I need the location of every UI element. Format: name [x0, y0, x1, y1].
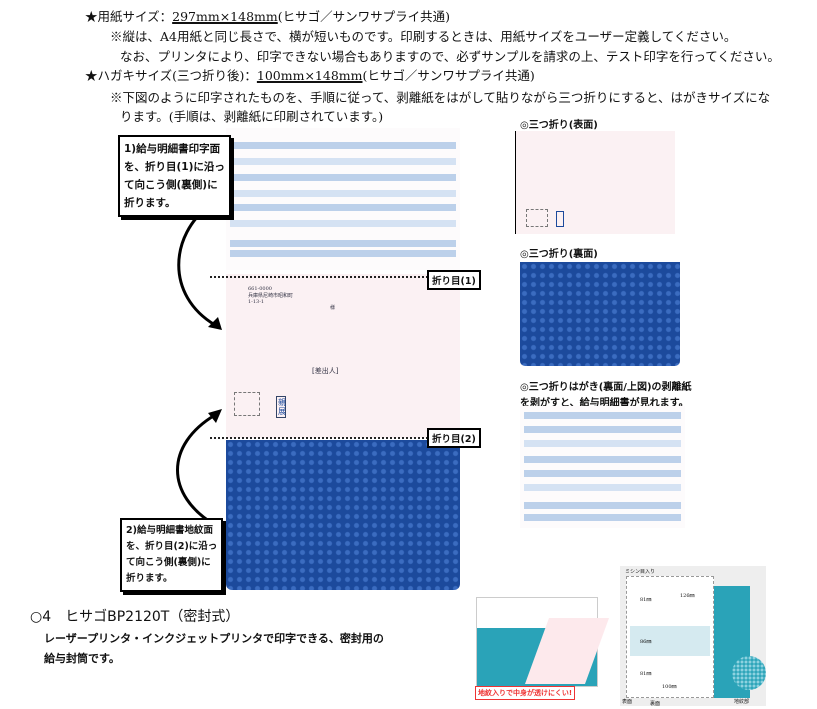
- peel-caption-2: を剥がすと、給与明細書が見れます。: [520, 398, 689, 409]
- peel-caption-1: ◎三つ折りはがき(裏面/上図)の剥離紙: [520, 382, 692, 393]
- suffix: (ヒサゴ／サンワサプライ共通): [362, 68, 535, 83]
- note-2: なお、プリンタにより、印字できない場合もありますので、必ずサンプルを請求の上、テ…: [120, 49, 780, 64]
- fold-label-1: 折り目(1): [427, 270, 481, 290]
- note-3: ※下図のように印字されたものを、手順に従って、剥離紙をはがして貼りながら三つ折り…: [110, 90, 771, 105]
- fold-line-2: [210, 437, 428, 439]
- payslip-revealed-image: [520, 406, 685, 528]
- payslip-print-side: [226, 128, 460, 270]
- product-desc-1: レーザープリンタ・インクジェットプリンタで印字できる、密封用の: [44, 632, 384, 645]
- pattern-side: [226, 440, 460, 590]
- label: ★用紙サイズ：: [85, 9, 173, 24]
- back-caption: ◎三つ折り(裏面): [520, 249, 598, 260]
- front-image: [515, 131, 675, 234]
- back-image: [520, 262, 680, 366]
- paper-size-value: 297mm×148mm: [172, 9, 278, 24]
- banner: 地紋入りで中身が透けにくい!: [475, 686, 576, 700]
- fold-arrows: [176, 203, 222, 527]
- fold-label-2: 折り目(2): [427, 428, 481, 448]
- note-1: ※縦は、A4用紙と同じ長さで、横が短いものです。印刷するときは、用紙サイズをユー…: [110, 29, 737, 44]
- suffix: (ヒサゴ／サンワサプライ共通): [277, 9, 451, 24]
- note-4: ります。(手順は、剥離紙に印刷されています。): [120, 109, 384, 124]
- envelope-photo: [476, 597, 610, 687]
- envelope-diagram: ミシン目入り 81㎜ 126㎜ 86㎜ 81㎜ 100㎜ 表面 裏面 地紋部: [620, 566, 766, 707]
- postcard-size-line: ★ハガキサイズ(三つ折り後)：100mm×148mm(ヒサゴ／サンワサプライ共通…: [85, 65, 535, 84]
- paper-size-line: ★用紙サイズ：297mm×148mm(ヒサゴ／サンワサプライ共通): [85, 6, 450, 25]
- recipient-suffix: 様: [330, 305, 336, 311]
- product-title: ○4 ヒサゴBP2120T（密封式）: [30, 609, 240, 625]
- seal-mark: 親展: [276, 396, 286, 418]
- callout-2: 2)給与明細書地紋面を、折り目(2)に沿って向こう側(裏側)に折ります。: [120, 518, 224, 592]
- callout-1: 1)給与明細書印字面を、折り目(1)に沿って向こう側(裏側)に折ります。: [118, 135, 231, 217]
- postcard-size-value: 100mm×148mm: [256, 68, 363, 83]
- fold-line-1: [210, 276, 428, 278]
- sender-label: [差出人]: [312, 367, 339, 375]
- product-desc-2: 給与封筒です。: [44, 652, 120, 665]
- front-caption: ◎三つ折り(表面): [520, 120, 598, 131]
- label: ★ハガキサイズ(三つ折り後)：: [85, 68, 257, 83]
